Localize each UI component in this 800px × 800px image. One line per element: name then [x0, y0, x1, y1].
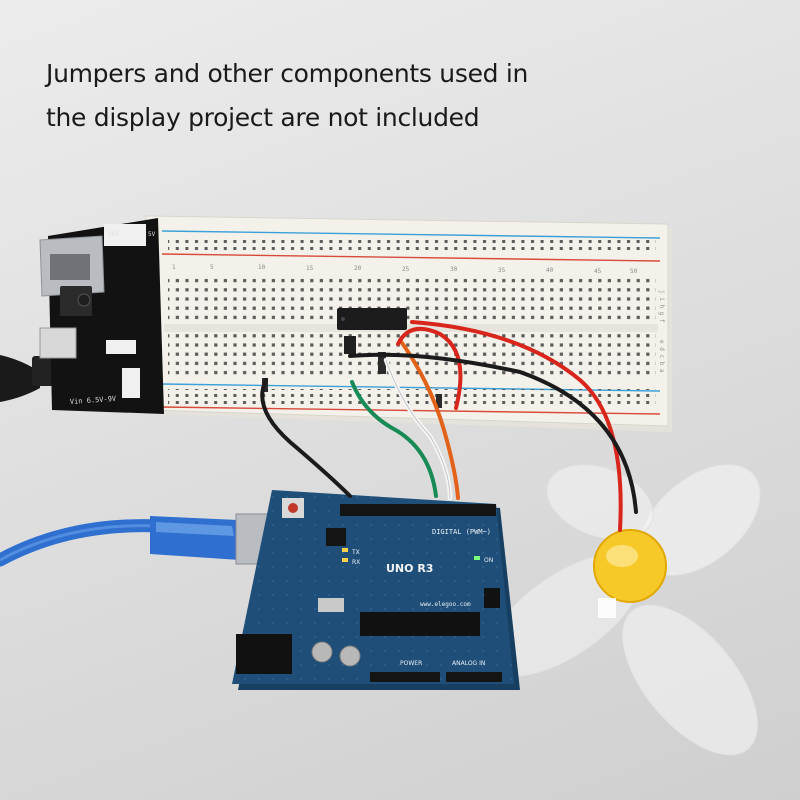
power-rail-top [168, 236, 656, 252]
wire-orange [398, 338, 460, 500]
wire-green [350, 380, 438, 498]
rail-label: 5V [148, 231, 156, 238]
header-pins-bottom [122, 368, 140, 398]
tx-label: TX [351, 549, 360, 556]
header-pins-mid [106, 340, 136, 354]
wire-red-loop [396, 326, 463, 410]
col-number: 10 [258, 264, 266, 271]
caption: Jumpers and other components used in the… [46, 52, 746, 140]
col-number: 45 [594, 268, 602, 275]
reset-button-cap [288, 503, 298, 513]
col-number: 25 [402, 266, 410, 273]
icsp-header [484, 588, 500, 608]
power-led [474, 556, 480, 560]
atmega-chip [360, 612, 480, 636]
jumper-pin [436, 394, 442, 408]
rail-line-red-top [161, 253, 661, 262]
power-switch [39, 327, 77, 359]
motor-mount [598, 598, 616, 618]
col-number: 40 [546, 267, 554, 274]
ic-notch [341, 317, 345, 321]
digital-header [340, 504, 496, 516]
fan-blade [622, 604, 758, 756]
usb-connector-highlight [156, 522, 234, 536]
usb-a-opening [50, 254, 90, 280]
column-numbers: 1 5 10 15 20 25 30 35 40 45 50 [172, 264, 638, 275]
arduino-barrel-jack [236, 634, 292, 674]
power-rail-bottom [168, 389, 656, 405]
col-number: 1 [172, 264, 176, 271]
header-pins-top [104, 224, 146, 246]
capacitor [77, 293, 91, 307]
analog-header [446, 672, 502, 682]
power-label: POWER [400, 660, 422, 667]
rx-label: RX [352, 559, 360, 566]
row-letters-bottom: e d c b a [658, 340, 665, 373]
fan-blade [546, 464, 654, 540]
capacitor-2 [339, 645, 361, 667]
rail-label: 3V3 [108, 231, 119, 238]
row-letters-top: j i h g f [658, 290, 665, 323]
fan-hub-highlight [606, 545, 638, 567]
caption-line-2: the display project are not included [46, 103, 480, 132]
power-header [370, 672, 440, 682]
usb-cable [0, 513, 293, 567]
col-number: 15 [306, 265, 314, 272]
rx-led [342, 558, 348, 562]
digital-label: DIGITAL (PWM~) [432, 528, 491, 536]
col-number: 20 [354, 265, 362, 272]
dc-power-cable [0, 355, 40, 402]
ic-chip [337, 308, 407, 330]
col-number: 50 [630, 268, 638, 275]
caption-line-1: Jumpers and other components used in [46, 59, 529, 88]
model-label: UNO R3 [386, 562, 433, 575]
brand-label: www.elegoo.com [420, 601, 471, 608]
wire-black-fan [348, 352, 638, 514]
tx-led [342, 548, 348, 552]
col-number: 30 [450, 266, 458, 273]
transistor [344, 336, 356, 354]
fan-hub [593, 529, 667, 603]
arduino-uno: DIGITAL (PWM~) UNO R3 www.elegoo.com TX … [232, 490, 520, 690]
capacitor-1 [311, 641, 333, 663]
voltage-label: Vin 6.5V-9V [70, 395, 118, 406]
usb-interface-chip [326, 528, 346, 546]
fan [487, 464, 761, 756]
analog-label: ANALOG IN [452, 660, 485, 667]
col-number: 5 [210, 264, 214, 271]
crystal-oscillator [318, 598, 344, 612]
wire-white-outline [385, 359, 451, 499]
power-supply-module: Vin 6.5V-9V 3V3 5V [0, 218, 164, 414]
wire-red-fan [410, 320, 623, 532]
col-number: 35 [498, 267, 506, 274]
diode [378, 352, 386, 374]
center-channel [164, 324, 658, 332]
jumper-wires [260, 320, 638, 532]
breadboard: 1 5 10 15 20 25 30 35 40 45 50 j i h g f… [145, 215, 672, 432]
wire-black-left [260, 378, 352, 498]
on-label: ON [484, 557, 493, 564]
terminal-strip-top [168, 276, 656, 322]
